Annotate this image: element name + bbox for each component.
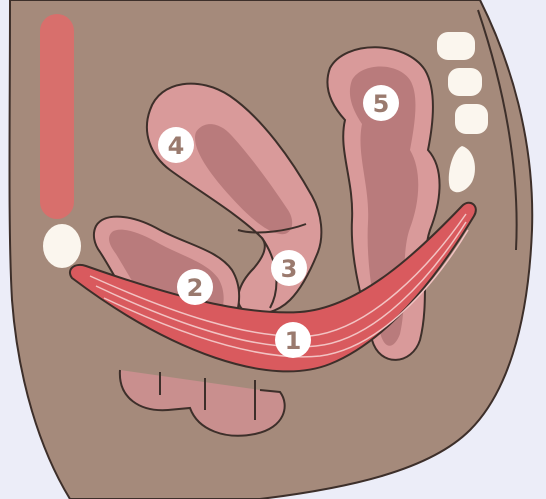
label-2-text: 2 bbox=[187, 274, 204, 302]
label-uterus: 4 bbox=[158, 127, 194, 163]
label-3-text: 3 bbox=[281, 255, 298, 283]
label-1-text: 1 bbox=[285, 327, 302, 355]
label-rectum: 5 bbox=[363, 85, 399, 121]
label-4-text: 4 bbox=[168, 132, 185, 160]
label-vagina: 3 bbox=[271, 250, 307, 286]
label-pelvic-floor: 1 bbox=[275, 322, 311, 358]
label-bladder: 2 bbox=[177, 269, 213, 305]
pubic-bone bbox=[43, 224, 81, 268]
abdominal-muscle bbox=[40, 14, 74, 219]
label-5-text: 5 bbox=[373, 90, 390, 118]
